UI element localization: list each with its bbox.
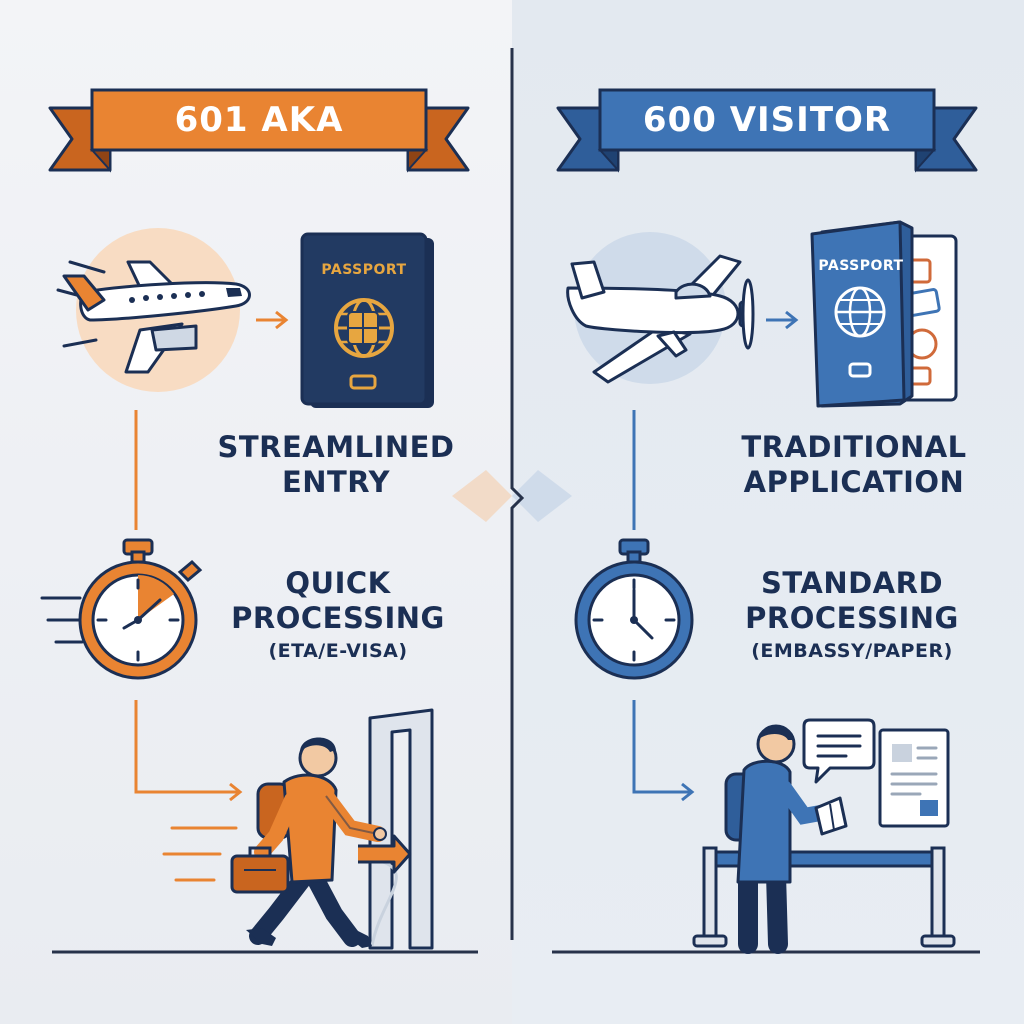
right-processing-note: (EMBASSY/PAPER): [751, 639, 953, 662]
propeller-plane-icon: [566, 232, 755, 384]
left-passport-label: PASSPORT: [321, 262, 407, 278]
left-processing-label: QUICK PROCESSING (ETA/E-VISA): [212, 566, 464, 663]
left-flow-connector: [134, 410, 243, 802]
left-banner-title: 601 AKA: [174, 100, 344, 140]
traveler-reading-icon: [724, 724, 848, 954]
stamped-passport-icon: [810, 220, 958, 408]
stopwatch-icon: [574, 538, 694, 680]
left-processing-line1: QUICK: [285, 566, 391, 600]
right-entry-title: TRADITIONAL APPLICATION: [714, 430, 994, 501]
right-processing-line1: STANDARD: [760, 566, 944, 600]
right-banner-title: 600 VISITOR: [642, 100, 892, 140]
right-arrow-to-passport: [766, 310, 799, 330]
left-banner-ribbon: [48, 88, 470, 173]
speech-bubble-icon: [802, 718, 876, 784]
right-processing-line2: PROCESSING: [745, 601, 959, 636]
stopwatch-icon: [40, 538, 203, 680]
left-entry-title-line2: ENTRY: [281, 465, 391, 500]
left-entry-title: STREAMLINED ENTRY: [196, 430, 476, 501]
right-passport-label: PASSPORT: [818, 258, 904, 274]
left-entry-title-line1: STREAMLINED: [217, 430, 455, 464]
right-banner-ribbon: [556, 88, 978, 173]
jet-airplane-icon: [56, 228, 251, 392]
right-processing-label: STANDARD PROCESSING (EMBASSY/PAPER): [714, 566, 990, 663]
traveler-walking-icon: [162, 737, 412, 948]
left-processing-note: (ETA/E-VISA): [268, 639, 408, 662]
passport-icon: [300, 232, 434, 408]
right-entry-title-line2: APPLICATION: [743, 465, 965, 500]
arrival-gate-icon: [368, 708, 434, 950]
left-arrow-to-passport: [256, 310, 289, 330]
left-processing-line2: PROCESSING: [231, 601, 445, 636]
application-form-icon: [878, 728, 950, 828]
right-flow-connector: [632, 410, 695, 802]
right-entry-title-line1: TRADITIONAL: [741, 430, 967, 464]
center-divider: [452, 48, 572, 940]
